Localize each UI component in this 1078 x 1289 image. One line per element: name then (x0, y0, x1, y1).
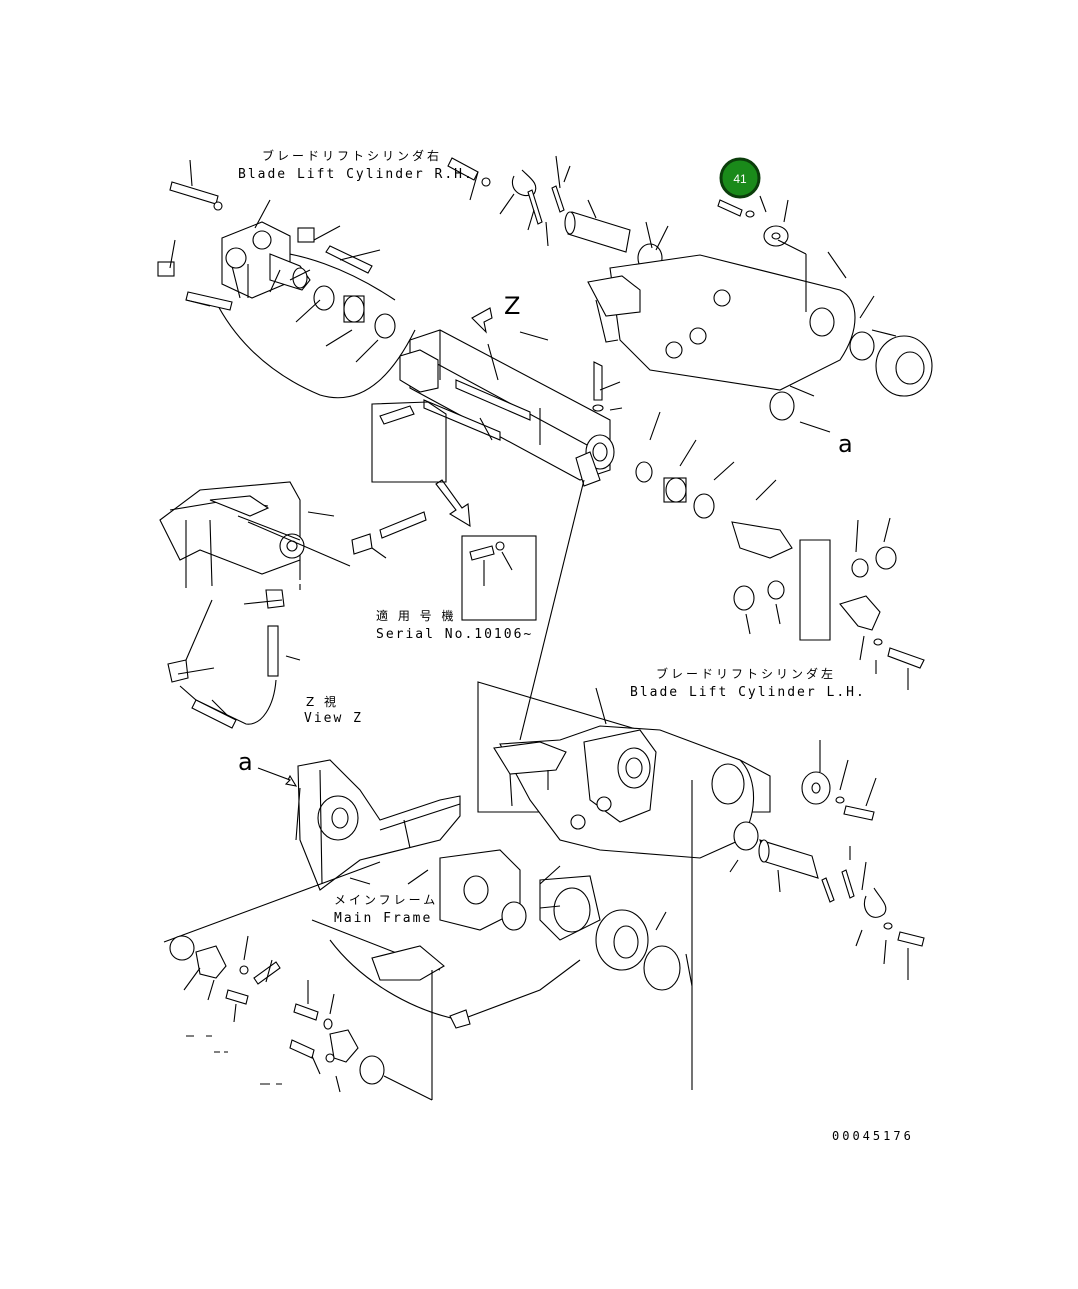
reference-a-upper: a (838, 430, 853, 458)
blade-lift-cylinder-rh-assembly (157, 159, 416, 399)
serial-label-en: Serial No.10106~ (376, 627, 533, 642)
blade-lift-cylinder-body (371, 307, 623, 741)
reference-a-lower: a (238, 748, 253, 776)
upper-right-bracket-assembly (587, 195, 933, 433)
blade-rh-label-en: Blade Lift Cylinder R.H. (238, 167, 474, 182)
blade-lh-label-jp: ブレードリフトシリンダ左 (656, 666, 836, 681)
callout-41-number: 41 (733, 172, 747, 186)
callout-41-circle[interactable] (719, 157, 761, 199)
serial-label-jp: 適 用 号 機 (376, 608, 456, 623)
drawing-number: 00045176 (832, 1129, 914, 1143)
blade-rh-label-jp: ブレードリフトシリンダ右 (262, 148, 442, 163)
main-frame-label-en: Main Frame (334, 911, 432, 926)
view-z-label-jp: Z 視 (306, 694, 339, 709)
lower-left-parts (169, 935, 433, 1101)
callout-41-marker[interactable]: 41 (719, 157, 761, 199)
blade-lh-label-en: Blade Lift Cylinder L.H. (630, 685, 866, 700)
main-frame-label-jp: メインフレーム (334, 893, 438, 907)
main-frame-assembly (163, 759, 601, 1100)
reference-z: Z (504, 292, 520, 320)
right-middle-parts (635, 411, 925, 690)
serial-inset (461, 535, 537, 621)
upper-hardware-parts (447, 155, 669, 273)
view-z-assembly (159, 481, 427, 729)
view-z-label-en: View Z (304, 711, 363, 726)
lower-bracket-lh (477, 681, 925, 1090)
